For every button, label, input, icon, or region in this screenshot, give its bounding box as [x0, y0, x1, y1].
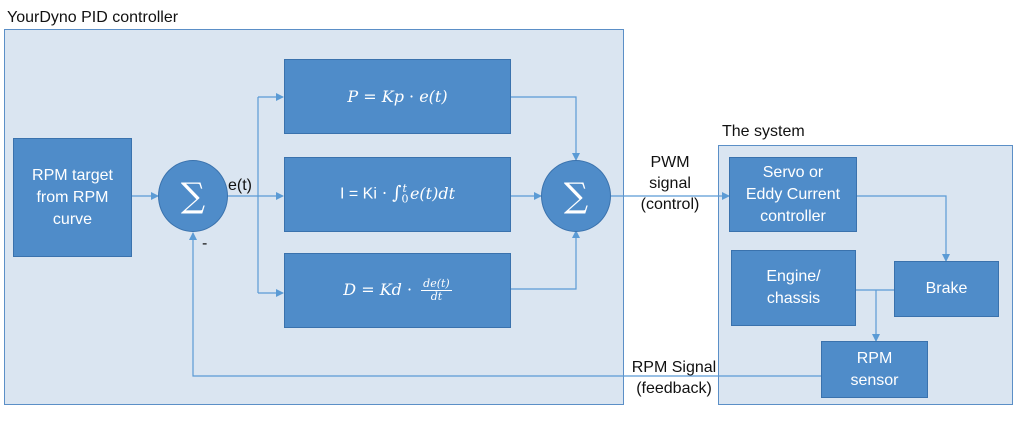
- output-summing-junction: ∑: [541, 160, 611, 232]
- p-error: e(t): [419, 86, 448, 106]
- d-numerator: de(t): [421, 277, 452, 291]
- rpm-sensor-block: RPM sensor: [821, 341, 928, 398]
- controller-panel-title: YourDyno PID controller: [7, 9, 179, 26]
- proportional-block: P = Kp · e(t): [284, 59, 511, 134]
- derivative-formula: D = Kd · de(t)dt: [343, 278, 452, 303]
- error-signal-label: e(t): [228, 177, 252, 194]
- error-summing-junction: ∑: [158, 160, 228, 232]
- d-lhs: D: [343, 280, 357, 299]
- proportional-formula: P = Kp · e(t): [347, 86, 447, 108]
- i-dot: ·: [376, 183, 393, 203]
- p-eq: =: [358, 86, 382, 106]
- rpm-target-block: RPM target from RPM curve: [13, 138, 132, 257]
- p-dot: ·: [403, 86, 420, 106]
- integral-sign: ∫: [392, 182, 402, 204]
- servo-controller-block: Servo or Eddy Current controller: [729, 157, 857, 232]
- derivative-block: D = Kd · de(t)dt: [284, 253, 511, 328]
- p-lhs: P: [347, 86, 359, 106]
- d-eq: =: [356, 280, 380, 299]
- minus-sign-label: -: [202, 235, 208, 252]
- i-lhs: I = Ki: [339, 185, 377, 203]
- d-dot: ·: [401, 280, 418, 299]
- rpm-feedback-label: RPM Signal (feedback): [631, 359, 717, 397]
- pwm-signal-label: PWM signal (control): [640, 154, 700, 213]
- integral-upper: t: [402, 182, 407, 196]
- i-integrand: e(t)dt: [409, 183, 456, 203]
- p-gain: Kp: [381, 86, 404, 106]
- system-panel-title: The system: [722, 123, 805, 140]
- d-denominator: dt: [430, 290, 443, 303]
- d-gain: Kd: [379, 280, 402, 299]
- integral-lower: 0: [401, 192, 409, 206]
- derivative-fraction: de(t)dt: [421, 278, 452, 303]
- brake-block: Brake: [894, 261, 999, 317]
- engine-chassis-block: Engine/ chassis: [731, 250, 856, 326]
